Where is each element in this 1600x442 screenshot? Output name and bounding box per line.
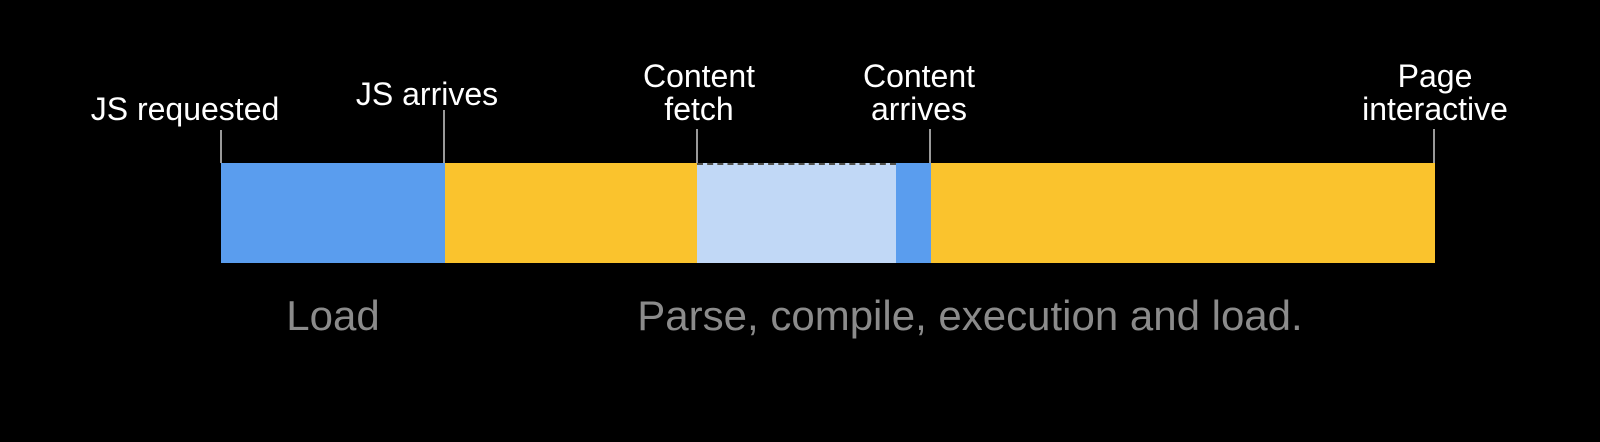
- tick-content-fetch: [696, 129, 698, 163]
- milestone-label-line: JS arrives: [355, 76, 499, 112]
- timeline-bar: [221, 163, 1435, 263]
- milestone-label-line: JS requested: [90, 91, 280, 127]
- milestone-label-line: fetch: [664, 91, 734, 127]
- tick-page-interactive: [1433, 129, 1435, 163]
- milestone-label-js-arrives: JS arrives: [356, 78, 498, 111]
- segment-parse-compile-before-fetch: [445, 163, 697, 263]
- milestone-label-content-arrives: Content arrives: [863, 60, 975, 126]
- segment-js-request-to-arrival: [221, 163, 445, 263]
- phase-label-parse-compile-execution-load: Parse, compile, execution and load.: [637, 292, 1303, 339]
- milestone-label-page-interactive: Page interactive: [1362, 60, 1508, 126]
- milestone-label-line: Content: [642, 58, 756, 94]
- milestone-label-line: interactive: [1362, 91, 1508, 127]
- milestone-label-line: arrives: [870, 91, 968, 127]
- milestone-label-line: Content: [862, 58, 976, 94]
- tick-content-arrives: [929, 129, 931, 163]
- segment-parse-compile-to-interactive: [931, 163, 1435, 263]
- segment-content-fetch: [697, 163, 896, 263]
- milestone-label-line: Page: [1397, 58, 1473, 94]
- milestone-label-js-requested: JS requested: [91, 93, 280, 126]
- milestone-label-content-fetch: Content fetch: [643, 60, 755, 126]
- tick-js-arrives: [443, 110, 445, 163]
- segment-content-arrival: [896, 163, 931, 263]
- tick-js-requested: [220, 130, 222, 163]
- phase-label-load: Load: [286, 292, 380, 339]
